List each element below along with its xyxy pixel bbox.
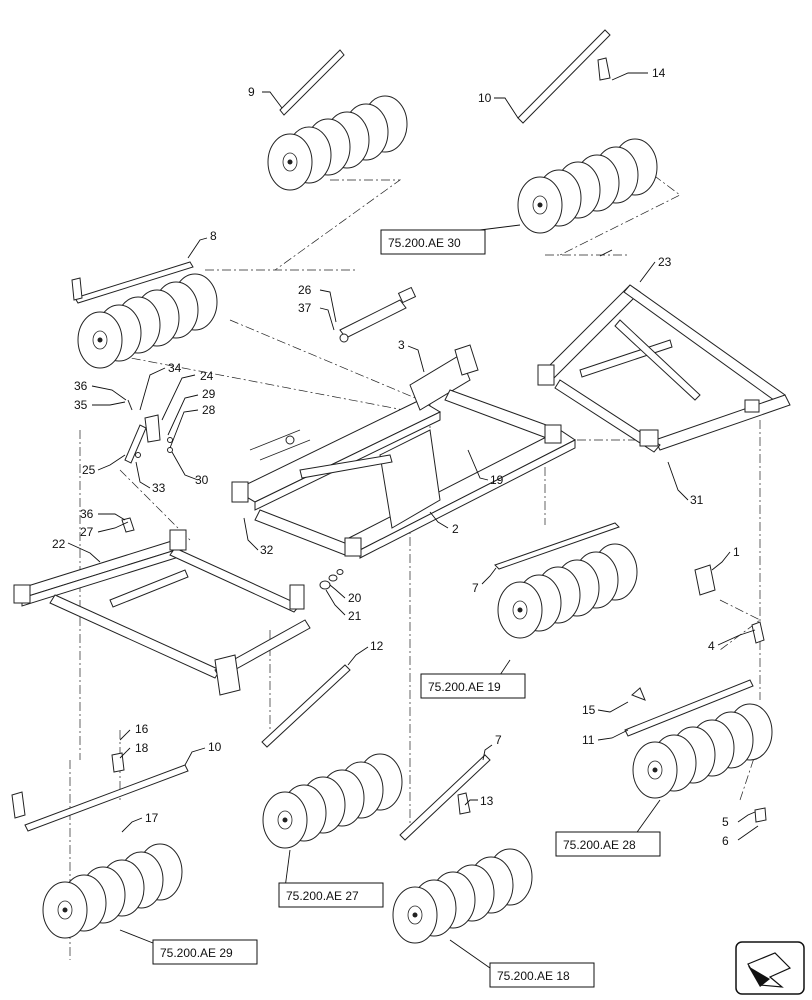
center-frame — [231, 344, 576, 559]
disc-gang-7-low — [392, 754, 533, 944]
callout-14: 14 — [652, 66, 666, 80]
callout-2: 2 — [452, 522, 459, 536]
callout-21: 21 — [348, 609, 362, 623]
ref-ae28: 75.200.AE 28 — [563, 838, 636, 852]
callout-12: 12 — [370, 639, 384, 653]
ref-box-ae27 — [278, 882, 384, 908]
callout-23: 23 — [658, 255, 672, 269]
disc-gang-11 — [624, 564, 773, 823]
callout-3: 3 — [398, 338, 405, 352]
callout-27: 27 — [80, 525, 94, 539]
disc-gang-8 — [71, 261, 218, 369]
callout-20: 20 — [348, 591, 362, 605]
callout-8: 8 — [210, 229, 217, 243]
disc-gang-7-mid — [494, 522, 638, 639]
callout-18: 18 — [135, 741, 149, 755]
callout-10b: 10 — [208, 740, 222, 754]
callout-labels: 1 2 3 4 5 6 7 7 8 9 10 10 11 12 13 14 15… — [52, 66, 740, 848]
ref-box-ae18 — [489, 962, 595, 988]
callout-31: 31 — [690, 493, 704, 507]
callout-22: 22 — [52, 537, 66, 551]
ref-box-ae19 — [420, 673, 526, 699]
callout-6: 6 — [722, 834, 729, 848]
callout-25: 25 — [82, 463, 96, 477]
leader-lines — [67, 72, 759, 969]
callout-7a: 7 — [472, 581, 479, 595]
disc-gang-10-top — [517, 29, 658, 234]
disc-gang-9 — [267, 49, 408, 191]
callout-36a: 36 — [74, 379, 88, 393]
callout-11: 11 — [582, 733, 595, 747]
callout-30: 30 — [195, 473, 209, 487]
disc-gang-10-low — [11, 752, 189, 939]
ref-box-ae28 — [555, 831, 661, 857]
left-frame — [13, 529, 311, 696]
callout-15: 15 — [582, 703, 596, 717]
ref-ae29: 75.200.AE 29 — [160, 946, 233, 960]
ref-ae18: 75.200.AE 18 — [497, 969, 570, 983]
callout-19: 19 — [490, 473, 504, 487]
callout-10a: 10 — [478, 91, 492, 105]
callout-1: 1 — [733, 545, 740, 559]
ref-ae30: 75.200.AE 30 — [388, 236, 461, 250]
callout-29: 29 — [202, 387, 216, 401]
washers — [319, 569, 344, 590]
ref-ae19: 75.200.AE 19 — [428, 680, 501, 694]
ref-box-ae29 — [152, 939, 258, 965]
callout-26: 26 — [298, 283, 312, 297]
callout-5: 5 — [722, 815, 729, 829]
callout-37: 37 — [298, 301, 312, 315]
callout-32: 32 — [260, 543, 274, 557]
callout-35: 35 — [74, 398, 88, 412]
ref-box-ae30 — [380, 229, 486, 255]
callout-36b: 36 — [80, 507, 94, 521]
right-frame — [537, 284, 791, 453]
hydraulic-cylinder — [339, 286, 417, 343]
callout-34: 34 — [168, 361, 182, 375]
callout-24: 24 — [200, 369, 214, 383]
disc-gang-12 — [261, 664, 403, 849]
callout-16: 16 — [135, 722, 149, 736]
callout-13: 13 — [480, 794, 494, 808]
callout-28: 28 — [202, 403, 216, 417]
bracket-parts — [121, 399, 173, 533]
next-page-arrow-icon[interactable] — [735, 941, 805, 995]
ref-ae27: 75.200.AE 27 — [286, 889, 359, 903]
callout-7b: 7 — [495, 733, 502, 747]
callout-4: 4 — [708, 639, 715, 653]
callout-33: 33 — [152, 481, 166, 495]
reference-boxes: 75.200.AE 30 75.200.AE 19 75.200.AE 28 7… — [152, 229, 661, 988]
callout-9: 9 — [248, 85, 255, 99]
callout-17: 17 — [145, 811, 159, 825]
